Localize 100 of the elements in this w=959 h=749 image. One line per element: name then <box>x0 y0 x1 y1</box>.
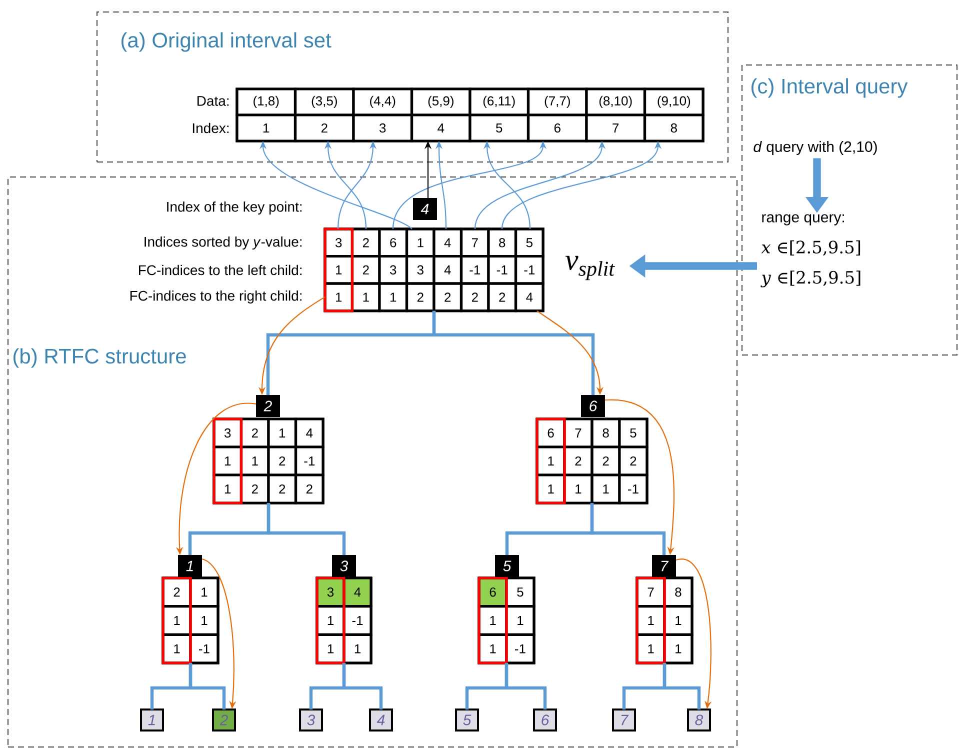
panel-title: (b) RTFC structure <box>14 348 186 368</box>
tree-branch <box>188 662 226 710</box>
tree-branch <box>662 662 701 710</box>
table-cell: 1 <box>505 605 536 636</box>
table-cell: 3 <box>378 254 408 285</box>
leaf-box: 7 <box>612 708 636 732</box>
index-table <box>536 418 648 504</box>
key-point-box: 2 <box>256 395 280 417</box>
table-cell: 4 <box>432 254 462 285</box>
row-label: Data: <box>198 96 229 106</box>
table-cell: 8 <box>663 576 694 608</box>
index-table <box>478 576 536 664</box>
table-cell: 7 <box>460 228 490 258</box>
key-point-box: 1 <box>178 555 202 577</box>
table-cell: 1 <box>663 633 694 664</box>
table-cell: 1 <box>189 605 220 636</box>
leaf-box: 5 <box>455 708 479 732</box>
row-label: Index: <box>192 122 229 134</box>
table-cell: 8 <box>487 228 517 258</box>
table-cell: -1 <box>189 633 220 664</box>
table-cell: 1 <box>189 576 220 608</box>
table-cell: 5 <box>505 576 536 608</box>
table-cell: 6 <box>527 114 588 142</box>
row-label: FC-indices to the right child: <box>130 290 302 304</box>
row-label: FC-indices to the left child: <box>139 264 302 276</box>
panel-title: (a) Original interval set <box>122 32 332 52</box>
table-cell: 2 <box>294 474 324 504</box>
table-cell: 5 <box>468 114 530 142</box>
table-cell: 1 <box>406 228 436 258</box>
table-cell: 4 <box>432 228 462 258</box>
index-table <box>324 228 544 312</box>
table-cell: -1 <box>294 446 324 476</box>
table-cell: 1 <box>378 282 408 312</box>
table-cell: 1 <box>563 474 594 504</box>
index-table <box>162 576 220 664</box>
table-cell: 4 <box>294 418 324 448</box>
index-table <box>236 88 704 142</box>
key-point-box: 5 <box>495 555 519 577</box>
tree-branch <box>590 503 666 555</box>
table-cell: 8 <box>590 418 621 448</box>
table-cell: 1 <box>663 605 694 636</box>
table-cell: (8,10) <box>585 88 646 116</box>
row-label: Index of the key point: <box>167 201 302 215</box>
range-query-text: range query: x ∈[2.5,9.5] y ∈[2.5,9.5] <box>760 214 860 288</box>
table-cell: (7,7) <box>527 88 588 116</box>
table-cell: 2 <box>487 282 517 312</box>
table-cell: 8 <box>644 114 704 142</box>
table-cell: 7 <box>585 114 646 142</box>
table-cell: (3,5) <box>294 88 355 116</box>
row-label: Indices sorted by y-value: <box>144 236 302 250</box>
leaf-box: 2 <box>212 708 236 732</box>
table-cell: -1 <box>505 633 536 664</box>
query-text: d query with (2,10) <box>754 141 877 155</box>
table-cell: (9,10) <box>644 88 704 116</box>
table-cell: 1 <box>590 474 621 504</box>
tree-branch <box>504 662 547 710</box>
table-cell: 1 <box>236 114 296 142</box>
table-cell: 4 <box>342 576 372 608</box>
index-table <box>212 418 324 504</box>
split-label: v$_{split}$ <box>565 256 615 280</box>
key-point-box: 7 <box>652 555 676 577</box>
table-cell: 6 <box>378 228 408 258</box>
table-cell: (4,4) <box>352 88 413 116</box>
table-cell: -1 <box>618 474 648 504</box>
table-cell: 1 <box>267 418 297 448</box>
table-cell: -1 <box>342 605 372 636</box>
table-cell: 2 <box>590 446 621 476</box>
index-table <box>636 576 694 664</box>
leaf-box: 8 <box>687 708 711 732</box>
table-cell: -1 <box>487 254 517 285</box>
key-point-box: 6 <box>581 395 605 417</box>
table-cell: 2 <box>267 474 297 504</box>
leaf-box: 1 <box>140 708 164 732</box>
table-cell: 2 <box>267 446 297 476</box>
table-cell: 2 <box>432 282 462 312</box>
table-cell: 5 <box>618 418 648 448</box>
table-cell: 2 <box>294 114 355 142</box>
table-cell: 5 <box>514 228 544 258</box>
key-point-box: 4 <box>413 198 437 220</box>
table-cell: (5,9) <box>410 88 472 116</box>
table-cell: 4 <box>410 114 472 142</box>
index-table <box>316 576 372 664</box>
table-cell: (6,11) <box>468 88 530 116</box>
table-cell: 2 <box>618 446 648 476</box>
table-cell: 2 <box>460 282 490 312</box>
leaf-box: 6 <box>533 708 557 732</box>
table-cell: 1 <box>342 633 372 664</box>
node-label: 2 <box>264 400 272 412</box>
table-cell: -1 <box>514 254 544 285</box>
key-point-box: 3 <box>332 555 356 577</box>
leaf-box: 3 <box>299 708 323 732</box>
table-cell: 4 <box>514 282 544 312</box>
table-cell: 2 <box>406 282 436 312</box>
panel-title: (c) Interval query <box>752 78 908 98</box>
tree-branch <box>432 310 595 395</box>
tree-branch <box>342 662 383 710</box>
node-label: 6 <box>590 400 598 412</box>
table-cell: (1,8) <box>236 88 296 116</box>
leaf-box: 4 <box>369 708 393 732</box>
table-cell: 3 <box>352 114 413 142</box>
